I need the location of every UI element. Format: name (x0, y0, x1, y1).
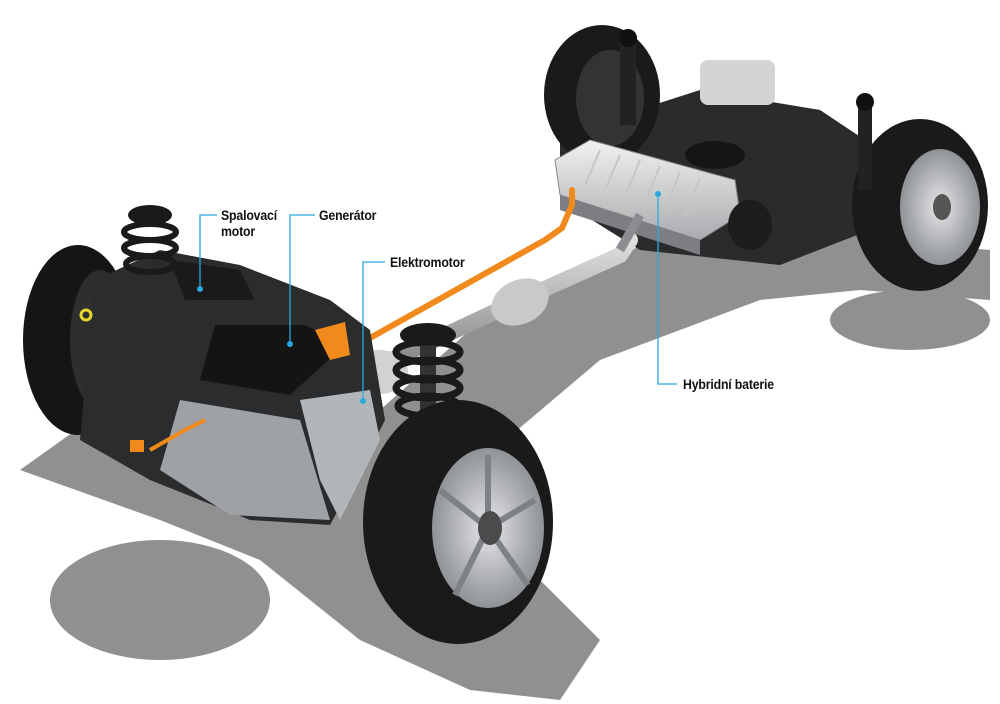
leader-generator (289, 214, 315, 344)
front-left-strut (121, 205, 179, 275)
leader-dots (197, 191, 661, 404)
rear-right-wheel (852, 93, 988, 291)
leader-hybrid-battery (657, 194, 677, 385)
rear-left-wheel (544, 25, 660, 165)
label-combustion-engine-line2: motor (221, 223, 256, 239)
front-right-strut (392, 323, 464, 430)
label-generator: Generátor (319, 207, 377, 223)
label-hybrid-battery: Hybridní baterie (683, 376, 774, 392)
front-right-wheel (363, 400, 553, 644)
generator-cover (200, 325, 345, 395)
label-electric-motor: Elektromotor (390, 254, 465, 270)
label-combustion-engine-line1: Spalovací (221, 207, 277, 223)
combustion-engine (79, 250, 385, 525)
leader-lines (199, 194, 677, 401)
catalytic-converter (491, 278, 549, 326)
leader-electric-motor (362, 261, 385, 401)
high-voltage-cable (342, 187, 575, 355)
rear-muffler (700, 60, 775, 105)
label-combustion-engine: Spalovací motor (221, 207, 277, 239)
leader-combustion-engine (199, 214, 217, 289)
